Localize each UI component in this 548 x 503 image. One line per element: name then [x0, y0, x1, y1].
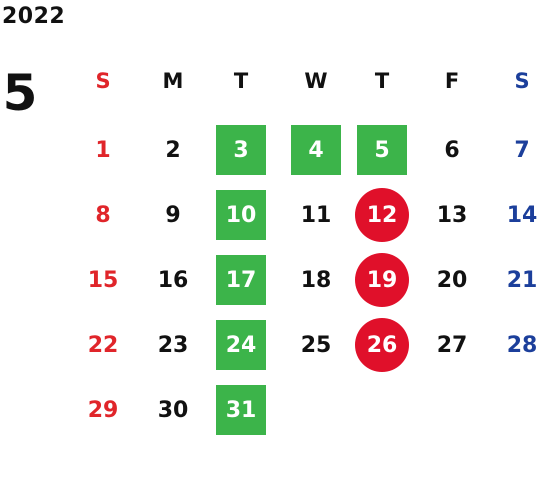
day-cell-23: 23 [157, 332, 189, 358]
day-cell-28: 28 [506, 332, 538, 358]
weekday-thu: T [374, 69, 390, 93]
weekday-tue: T [233, 69, 249, 93]
weekday-fri: F [444, 69, 460, 93]
day-cell-21: 21 [506, 267, 538, 293]
day-cell-15: 15 [87, 267, 119, 293]
day-cell-25: 25 [300, 332, 332, 358]
day-cell-31: 31 [216, 385, 266, 435]
day-cell-27: 27 [436, 332, 468, 358]
day-cell-14: 14 [506, 202, 538, 228]
day-cell-8: 8 [95, 202, 111, 228]
day-cell-24: 24 [216, 320, 266, 370]
weekday-sat: S [514, 69, 530, 93]
day-cell-18: 18 [300, 267, 332, 293]
day-cell-6: 6 [444, 137, 460, 163]
day-cell-29: 29 [87, 397, 119, 423]
weekday-sun: S [95, 69, 111, 93]
day-cell-11: 11 [300, 202, 332, 228]
day-cell-16: 16 [157, 267, 189, 293]
year-label: 2022 [2, 4, 66, 29]
day-cell-10: 10 [216, 190, 266, 240]
day-cell-26: 26 [355, 318, 409, 372]
day-cell-9: 9 [165, 202, 181, 228]
weekday-mon: M [162, 69, 184, 93]
day-cell-20: 20 [436, 267, 468, 293]
day-cell-4: 4 [291, 125, 341, 175]
day-cell-13: 13 [436, 202, 468, 228]
day-cell-17: 17 [216, 255, 266, 305]
day-cell-19: 19 [355, 253, 409, 307]
day-cell-3: 3 [216, 125, 266, 175]
weekday-wed: W [304, 69, 328, 93]
day-cell-5: 5 [357, 125, 407, 175]
day-cell-30: 30 [157, 397, 189, 423]
month-number: 5 [2, 64, 38, 122]
day-cell-7: 7 [514, 137, 530, 163]
day-cell-22: 22 [87, 332, 119, 358]
day-cell-2: 2 [165, 137, 181, 163]
day-cell-1: 1 [95, 137, 111, 163]
day-cell-12: 12 [355, 188, 409, 242]
